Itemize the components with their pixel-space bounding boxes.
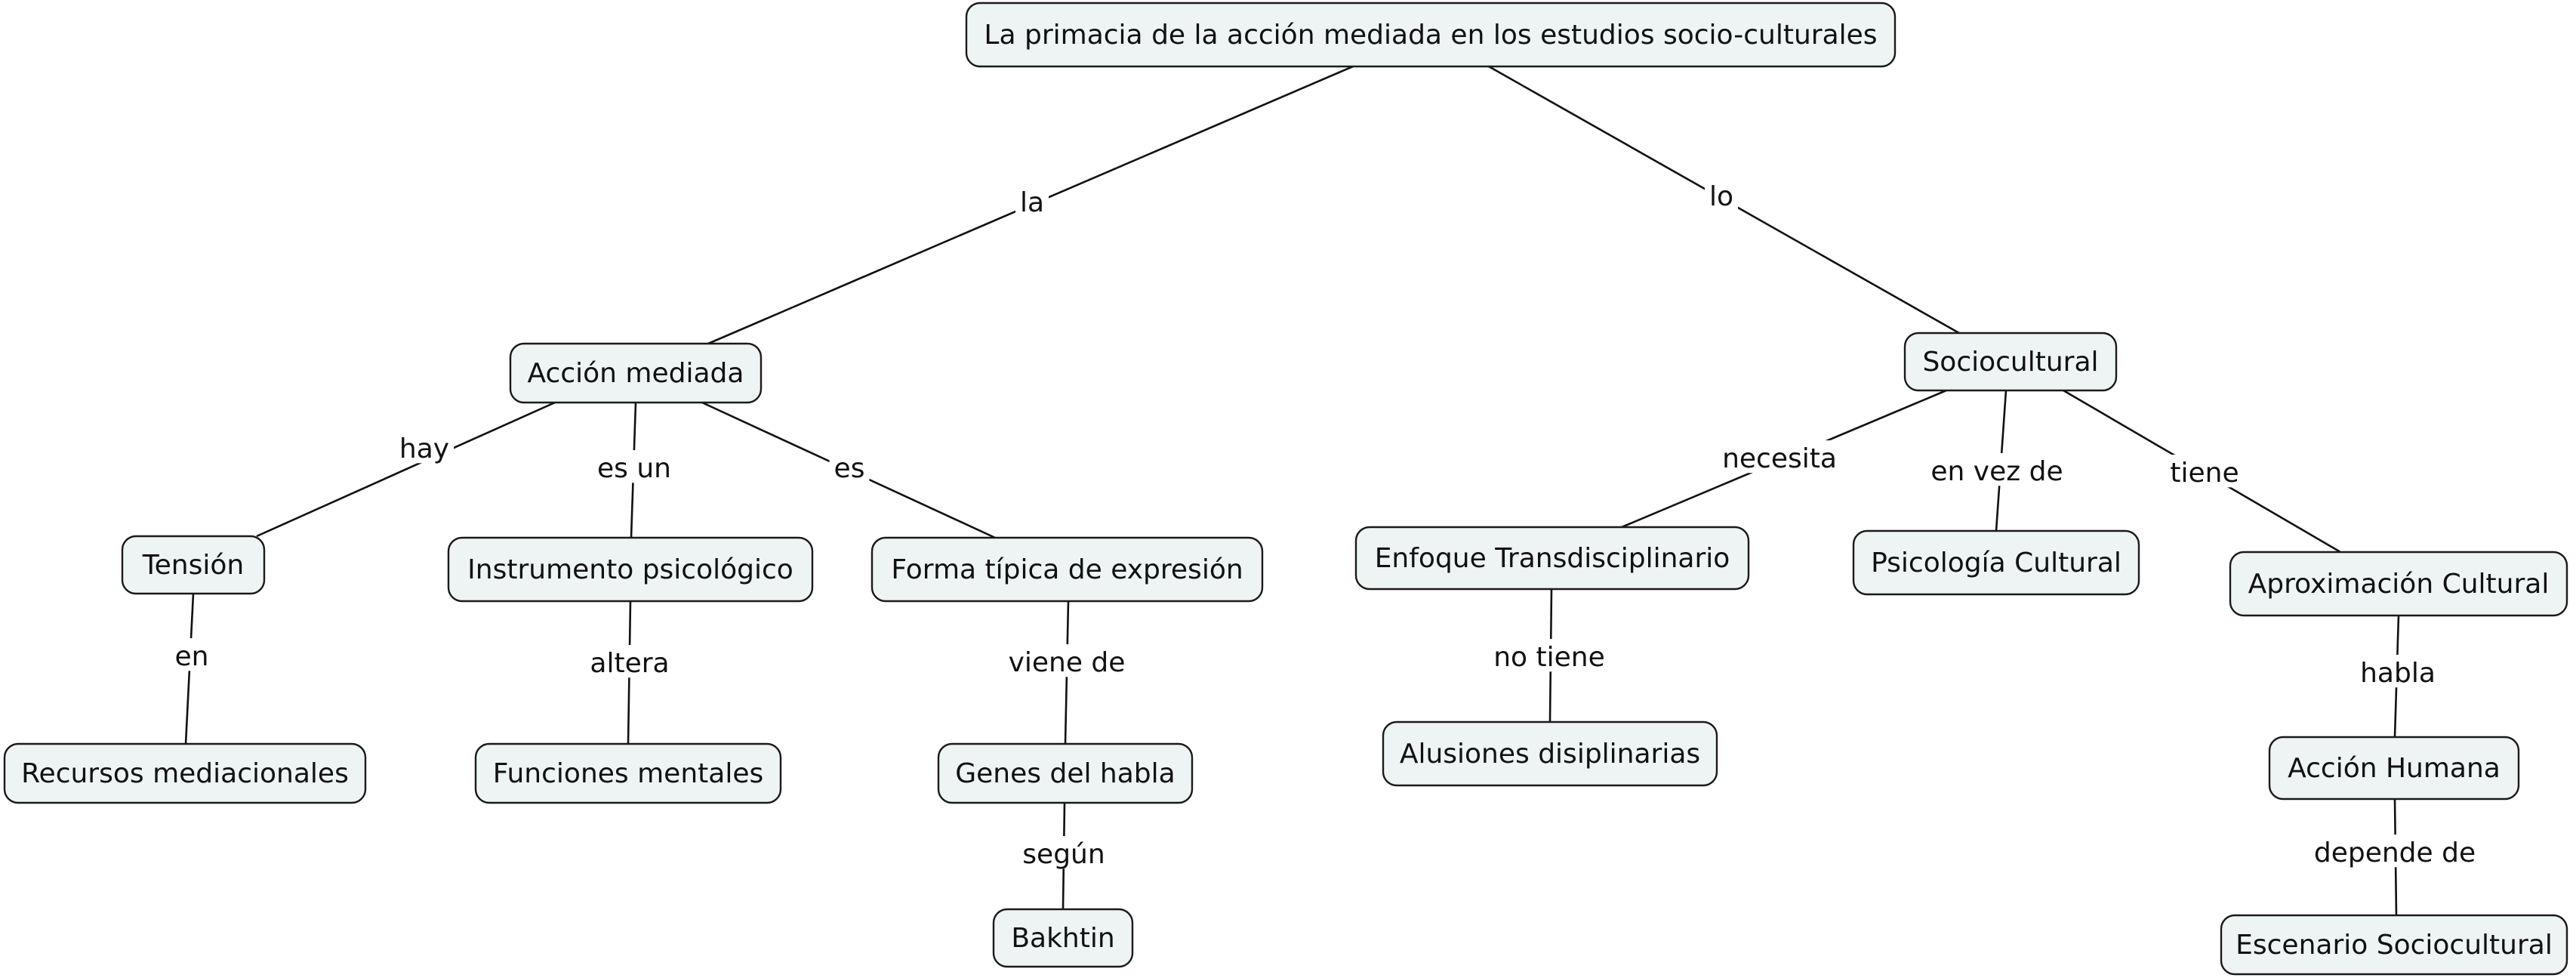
link-label-bg <box>829 450 870 483</box>
link-genes-bakhtin: según <box>1018 802 1110 910</box>
concept-box <box>965 2 1897 68</box>
concept-node-forma[interactable]: Forma típica de expresión <box>870 536 1264 603</box>
link-label-bg <box>1003 644 1130 677</box>
link-line <box>256 401 556 538</box>
concept-label: Escenario Sociocultural <box>2236 930 2553 961</box>
link-label-bg <box>593 450 676 483</box>
concept-node-psico[interactable]: Psicología Cultural <box>1852 529 2140 596</box>
concept-box <box>447 536 814 603</box>
link-label: en <box>175 641 209 672</box>
link-label-bg <box>2356 655 2440 688</box>
concept-node-instrumento[interactable]: Instrumento psicológico <box>447 536 814 603</box>
concept-label: Aproximación Cultural <box>2248 569 2550 600</box>
link-label: altera <box>590 648 669 679</box>
link-label: en vez de <box>1930 456 2063 487</box>
concept-node-recursos[interactable]: Recursos mediacionales <box>3 742 367 804</box>
link-label: viene de <box>1009 647 1126 678</box>
link-label: necesita <box>1722 443 1837 474</box>
concept-box <box>509 342 763 404</box>
concept-label: Acción mediada <box>528 358 744 389</box>
link-label-bg <box>1015 184 1049 218</box>
link-label: es <box>834 453 865 484</box>
concept-node-alusiones[interactable]: Alusiones disiplinarias <box>1382 720 1718 787</box>
concept-box <box>870 536 1264 603</box>
concept-box <box>937 742 1194 804</box>
link-socio-psico: en vez de <box>1926 390 2068 532</box>
concept-node-humana[interactable]: Acción Humana <box>2268 736 2520 801</box>
concept-box <box>1903 332 2118 392</box>
concept-label: Acción Humana <box>2288 753 2501 784</box>
concept-label: Bakhtin <box>1011 923 1114 954</box>
concept-node-root[interactable]: La primacia de la acción mediada en los … <box>965 2 1897 68</box>
link-label-bg <box>1718 440 1841 474</box>
concept-node-bakhtin[interactable]: Bakhtin <box>992 908 1134 968</box>
concept-label: Forma típica de expresión <box>891 554 1243 585</box>
concept-box <box>1852 529 2140 596</box>
concept-box <box>2229 551 2568 617</box>
concept-box <box>1354 526 1750 591</box>
link-aprox-humana: habla <box>2356 615 2440 738</box>
link-label: depende de <box>2314 838 2476 868</box>
link-instrumento-funciones: altera <box>585 600 674 745</box>
concept-label: Enfoque Transdisciplinario <box>1375 543 1730 574</box>
link-label: no tiene <box>1493 642 1605 673</box>
concept-node-tension[interactable]: Tensión <box>121 535 266 595</box>
concept-node-accion[interactable]: Acción mediada <box>509 342 763 404</box>
link-label: tiene <box>2170 458 2239 489</box>
link-forma-genes: viene de <box>1003 600 1130 745</box>
concept-label: Funciones mentales <box>493 758 763 789</box>
concept-label: Recursos mediacionales <box>21 758 349 789</box>
concept-node-genes[interactable]: Genes del habla <box>937 742 1194 804</box>
concept-label: Instrumento psicológico <box>467 554 793 585</box>
concept-label: La primacia de la acción mediada en los … <box>984 20 1877 51</box>
link-socio-aprox: tiene <box>2063 389 2341 554</box>
concept-label: Alusiones disiplinarias <box>1400 739 1700 770</box>
link-label-bg <box>1489 639 1610 672</box>
link-accion-tension: hay <box>256 401 556 538</box>
concept-node-socio[interactable]: Sociocultural <box>1903 332 2118 392</box>
link-tension-recursos: en <box>170 593 214 745</box>
concept-box <box>992 908 1134 968</box>
link-root-socio: lo <box>1488 65 1960 335</box>
concept-box <box>3 742 367 804</box>
concept-node-enfoque[interactable]: Enfoque Transdisciplinario <box>1354 526 1750 591</box>
link-label: según <box>1022 839 1105 870</box>
concept-label: Sociocultural <box>1922 347 2098 378</box>
link-label-bg <box>394 430 454 464</box>
concept-label: Psicología Cultural <box>1871 548 2122 578</box>
link-accion-forma: es <box>701 401 996 539</box>
link-label-bg <box>1926 453 2068 486</box>
concept-label: Genes del habla <box>955 758 1175 789</box>
concepts-layer: La primacia de la acción mediada en los … <box>3 2 2568 976</box>
link-label-bg <box>1018 836 1110 869</box>
link-root-accion: la <box>707 65 1354 345</box>
link-label: es un <box>597 453 671 484</box>
concept-box <box>121 535 266 595</box>
concept-node-funciones[interactable]: Funciones mentales <box>474 742 782 804</box>
link-socio-enfoque: necesita <box>1621 389 1947 529</box>
link-humana-escenario: depende de <box>2309 798 2481 916</box>
concept-node-aprox[interactable]: Aproximación Cultural <box>2229 551 2568 617</box>
concept-box <box>1382 720 1718 787</box>
link-accion-instrumento: es un <box>593 402 676 538</box>
link-label-bg <box>2165 455 2244 488</box>
link-label-bg <box>2309 835 2481 868</box>
link-label: la <box>1020 187 1044 218</box>
link-label-bg <box>585 645 674 678</box>
link-label: hay <box>399 433 449 464</box>
link-label: lo <box>1709 181 1733 212</box>
links-layer: la lo hay es un es en altera viene de según neces… <box>170 65 2481 916</box>
concept-box <box>2268 736 2520 801</box>
concept-box <box>474 742 782 804</box>
link-label: habla <box>2360 658 2436 689</box>
concept-box <box>2220 914 2568 976</box>
concept-node-escenario[interactable]: Escenario Sociocultural <box>2220 914 2568 976</box>
link-label-bg <box>1704 178 1739 211</box>
concept-label: Tensión <box>142 550 244 581</box>
link-label-bg <box>170 638 214 671</box>
link-enfoque-alusiones: no tiene <box>1489 588 1610 723</box>
